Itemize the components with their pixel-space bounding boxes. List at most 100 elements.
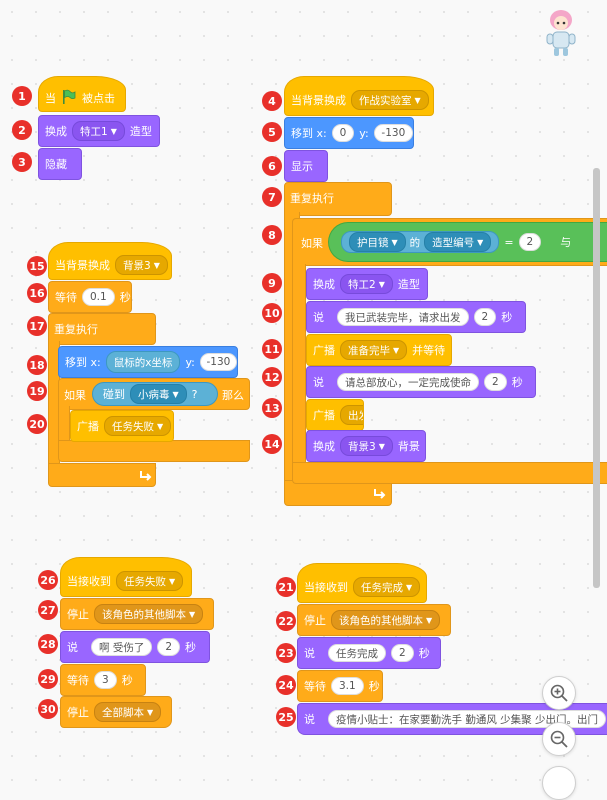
touching-predicate[interactable]: 碰到 小病毒▼ ? — [92, 382, 218, 406]
forever-block[interactable] — [48, 313, 156, 345]
backdrop-dropdown[interactable]: 背景3▼ — [115, 255, 168, 275]
then-label: 那么 — [222, 389, 244, 402]
say-secs-input[interactable]: 2 — [473, 308, 497, 326]
say-label: 说 — [304, 713, 315, 726]
stop-label: 停止 — [304, 614, 326, 627]
when-receive-block[interactable]: 当接收到 任务失败▼ — [60, 557, 192, 597]
say-secs-input[interactable]: 2 — [391, 644, 414, 662]
wait-secs-input[interactable]: 0.1 — [82, 288, 115, 306]
hide-block[interactable]: 隐藏 — [38, 148, 82, 180]
stop-label: 停止 — [67, 608, 89, 621]
if-bottom — [292, 462, 607, 484]
message-dropdown[interactable]: 出发▼ — [340, 405, 363, 425]
say-for-secs-block[interactable]: 说 啊 受伤了 2 秒 — [60, 631, 210, 663]
say-label: 说 — [313, 376, 324, 389]
stop-option-dropdown[interactable]: 全部脚本▼ — [94, 702, 162, 722]
secs-label: 秒 — [185, 641, 197, 654]
say-label: 说 — [313, 311, 324, 324]
if-left-wall — [292, 264, 306, 464]
and-wait-label: 并等待 — [412, 344, 446, 357]
say-text-input[interactable]: 疫情小贴士：在家要勤洗手 勤通风 少集聚 少出门。出门 — [328, 710, 607, 728]
wait-block[interactable]: 等待 3.1 秒 — [297, 670, 383, 702]
backdrop-dropdown[interactable]: 背景3▼ — [340, 436, 393, 456]
goto-xy-block[interactable]: 移到 x: 0 y: -130 — [284, 117, 414, 149]
stop-block[interactable]: 停止 全部脚本▼ — [60, 696, 172, 728]
show-label: 显示 — [291, 160, 313, 173]
step-badge: 29 — [38, 669, 58, 689]
say-for-secs-block[interactable]: 说 任务完成 2 秒 — [297, 637, 441, 669]
step-badge: 26 — [38, 570, 58, 590]
say-secs-input[interactable]: 2 — [157, 638, 181, 656]
costume-dropdown[interactable]: 特工2▼ — [340, 274, 393, 294]
wait-block[interactable]: 等待 3 秒 — [60, 664, 146, 696]
say-for-secs-block[interactable]: 说 我已武装完毕，请求出发 2 秒 — [306, 301, 526, 333]
mouse-x-reporter[interactable]: 鼠标的x坐标 — [105, 351, 181, 373]
costume-suffix: 造型 — [129, 125, 152, 138]
if-bottom — [58, 440, 250, 462]
of-label: 的 — [409, 236, 421, 249]
step-badge: 24 — [276, 675, 296, 695]
broadcast-and-wait-block[interactable]: 广播 准备完毕▼ 并等待 — [306, 334, 452, 366]
message-dropdown[interactable]: 任务完成▼ — [353, 577, 421, 597]
backdrop-dropdown[interactable]: 作战实验室▼ — [351, 90, 429, 110]
secs-label: 秒 — [501, 311, 513, 324]
when-receive-block[interactable]: 当接收到 任务完成▼ — [297, 563, 427, 603]
x-input[interactable]: 0 — [331, 124, 355, 142]
say-label: 说 — [304, 647, 315, 660]
and-operator[interactable]: 护目镜▼ 的 造型编号▼ = 2 与 — [328, 222, 607, 262]
zoom-out-button[interactable] — [542, 722, 576, 756]
say-text-input[interactable]: 任务完成 — [328, 644, 386, 662]
touching-target-dropdown[interactable]: 小病毒▼ — [130, 384, 187, 404]
wait-secs-input[interactable]: 3.1 — [331, 677, 364, 695]
dropdown-arrow-icon: ▼ — [147, 707, 154, 717]
wait-secs-input[interactable]: 3 — [94, 671, 117, 689]
zoom-in-button[interactable] — [542, 676, 576, 710]
message-dropdown[interactable]: 任务失败▼ — [104, 416, 172, 436]
forever-block[interactable] — [284, 182, 392, 216]
costume-dropdown[interactable]: 特工1▼ — [72, 121, 125, 141]
vertical-scrollbar[interactable] — [593, 168, 600, 588]
broadcast-label: 广播 — [77, 420, 99, 433]
step-badge: 8 — [262, 225, 282, 245]
switch-costume-block[interactable]: 换成 特工1▼ 造型 — [38, 115, 160, 147]
wait-block[interactable]: 等待 0.1 秒 — [48, 281, 132, 313]
say-text-input[interactable]: 请总部放心，一定完成使命 — [337, 373, 479, 391]
broadcast-block[interactable]: 广播 任务失败▼ — [70, 410, 174, 442]
dropdown-arrow-icon: ▼ — [110, 126, 117, 136]
goto-xy-block[interactable]: 移到 x: 鼠标的x坐标 y: -130 — [58, 346, 238, 378]
stop-block[interactable]: 停止 该角色的其他脚本▼ — [60, 598, 214, 630]
y-input[interactable]: -130 — [373, 124, 413, 142]
sprite-thumbnail[interactable] — [541, 6, 581, 58]
sensing-of-reporter[interactable]: 护目镜▼ 的 造型编号▼ — [341, 231, 500, 253]
when-flag-clicked-block[interactable]: 当 被点击 — [38, 76, 126, 112]
say-secs-input[interactable]: 2 — [484, 373, 507, 391]
dropdown-arrow-icon: ▼ — [189, 609, 196, 619]
switch-costume-block[interactable]: 换成 特工2▼ 造型 — [306, 268, 428, 300]
stop-option-dropdown[interactable]: 该角色的其他脚本▼ — [331, 610, 441, 630]
attribute-dropdown[interactable]: 造型编号▼ — [424, 232, 492, 252]
stop-option-dropdown[interactable]: 该角色的其他脚本▼ — [94, 604, 204, 624]
stop-block[interactable]: 停止 该角色的其他脚本▼ — [297, 604, 451, 636]
zoom-reset-button[interactable] — [542, 766, 576, 800]
sprite-dropdown[interactable]: 护目镜▼ — [349, 232, 406, 252]
y-input[interactable]: -130 — [199, 353, 237, 371]
when-backdrop-switches-block[interactable]: 当背景换成 背景3▼ — [48, 242, 172, 280]
say-for-secs-block[interactable]: 说 请总部放心，一定完成使命 2 秒 — [306, 366, 536, 398]
switch-backdrop-block[interactable]: 换成 背景3▼ 背景 — [306, 430, 426, 462]
question-label: ? — [191, 387, 198, 401]
step-badge: 18 — [27, 355, 47, 375]
broadcast-block[interactable]: 广播 出发▼ — [306, 399, 364, 431]
when-backdrop-switches-block[interactable]: 当背景换成 作战实验室▼ — [284, 76, 434, 116]
equals-value-input[interactable]: 2 — [518, 233, 542, 251]
say-text-input[interactable]: 我已武装完毕，请求出发 — [337, 308, 469, 326]
dropdown-arrow-icon: ▼ — [153, 260, 160, 270]
switch-costume-label: 换成 — [45, 125, 67, 138]
message-dropdown[interactable]: 准备完毕▼ — [340, 340, 408, 360]
touching-label: 碰到 — [103, 388, 125, 401]
step-badge: 3 — [12, 152, 32, 172]
show-block[interactable]: 显示 — [284, 150, 328, 182]
switch-costume-label: 换成 — [313, 278, 335, 291]
say-text-input[interactable]: 啊 受伤了 — [91, 638, 153, 656]
message-dropdown[interactable]: 任务失败▼ — [116, 571, 184, 591]
step-badge: 23 — [276, 643, 296, 663]
